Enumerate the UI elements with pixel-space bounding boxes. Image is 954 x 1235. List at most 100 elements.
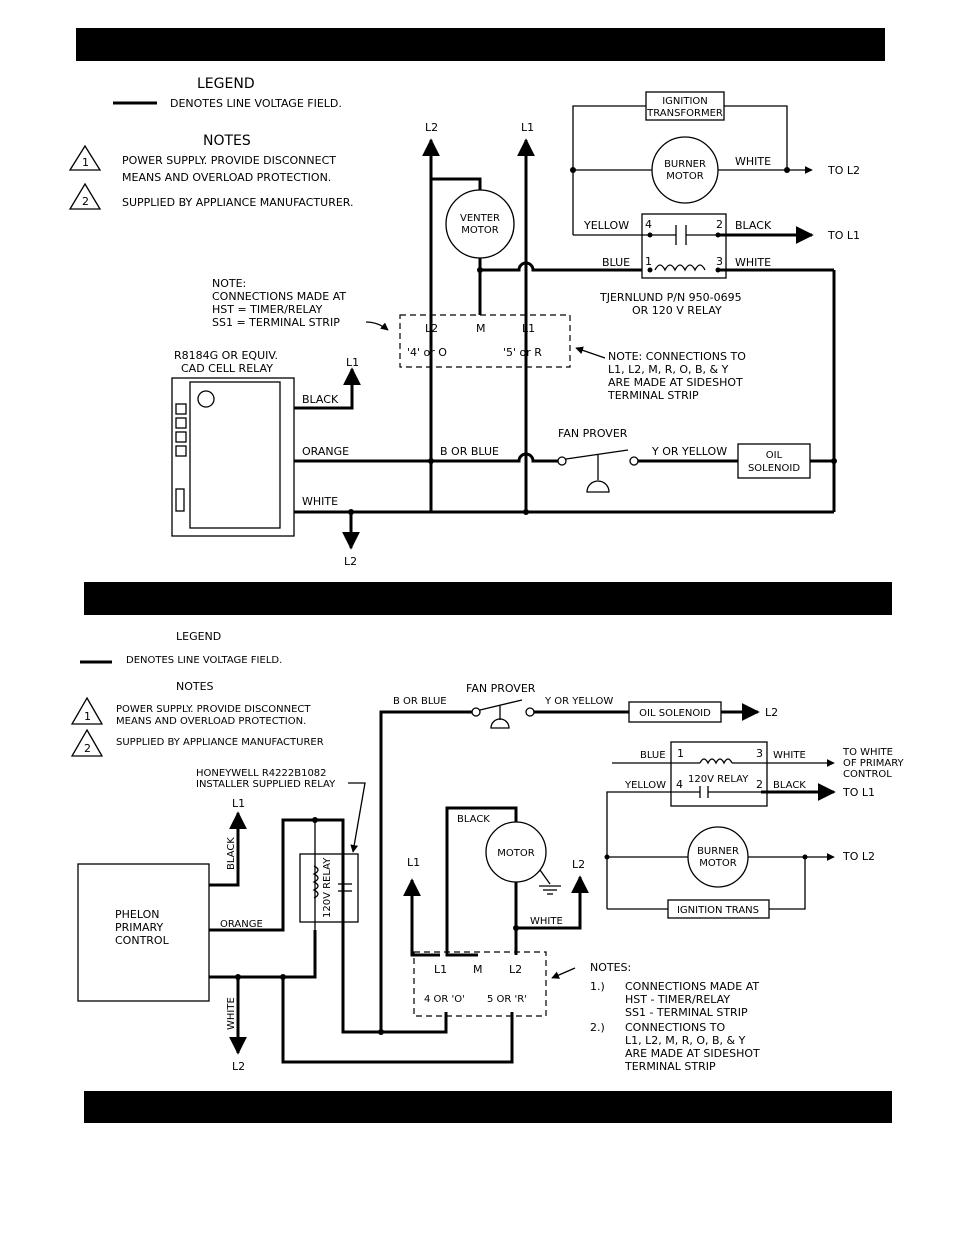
strip-5r-label: '5' or R (503, 346, 542, 359)
motor-label: MOTOR (497, 848, 534, 859)
relay-pin-3: 3 (716, 255, 723, 268)
ignition-transformer-label-2: TRANSFORMER (646, 108, 723, 119)
strip-l1-label: L1 (522, 322, 535, 335)
ign-right-wire (724, 105, 788, 170)
black-motor-wire (445, 806, 518, 957)
relay-coil-2 (699, 758, 733, 765)
b-or-blue-label-2: B OR BLUE (393, 696, 447, 707)
blue-label-2: BLUE (640, 750, 666, 761)
white-label-1: WHITE (735, 155, 771, 168)
l2-motor-wire (516, 875, 589, 930)
notes-label-2: NOTES: (590, 961, 631, 974)
relay-pin-4: 4 (645, 218, 652, 231)
l1-motor-wire (403, 878, 440, 957)
n1-line2: HST - TIMER/RELAY (625, 993, 730, 1006)
honeywell-line1: HONEYWELL R4222B1082 (196, 768, 327, 779)
black-relay-label-2: BLACK (773, 780, 806, 791)
note2-triangle-2 (70, 728, 104, 757)
blue-wire (480, 261, 650, 272)
phelon-primary-control (77, 863, 210, 1002)
note2-line1: SUPPLIED BY APPLIANCE MANUFACTURER. (122, 196, 354, 209)
white-relay-label-2: WHITE (773, 750, 806, 761)
oil-solenoid-label-1: OIL (766, 450, 783, 461)
orange-label: ORANGE (302, 445, 349, 458)
notes-title: NOTES (203, 133, 251, 149)
note1-line1-2: POWER SUPPLY. PROVIDE DISCONNECT (116, 704, 311, 715)
l2-solenoid-label: L2 (765, 706, 778, 719)
l2-motor-label: L2 (572, 858, 585, 871)
l2-bottom-label: L2 (344, 555, 357, 568)
conn-note-line3: HST = TIMER/RELAY (212, 303, 323, 316)
to-l1-label-2: TO L1 (842, 786, 875, 799)
strip-4o-label: '4' or O (407, 346, 447, 359)
to-white-line2: OF PRIMARY (843, 758, 905, 769)
note1-number-2: 1 (84, 710, 91, 723)
white-bottom-wire-2 (281, 977, 514, 1064)
legend-title: LEGEND (197, 76, 255, 92)
honeywell-relay-vertical-label: 120V RELAY (322, 857, 333, 918)
relay-pin-2: 2 (716, 218, 723, 231)
honeywell-line2: INSTALLER SUPPLIED RELAY (196, 779, 336, 790)
conn-note-line1: NOTE: (212, 277, 246, 290)
relay-part-line1: TJERNLUND P/N 950-0695 (599, 291, 742, 304)
honeywell-relay-coil (312, 865, 319, 899)
cad-cell-label-2: CAD CELL RELAY (181, 362, 273, 375)
burner-motor (651, 136, 719, 204)
black-l1-wire-2 (209, 811, 247, 887)
l2-bottom-label-2: L2 (232, 1060, 245, 1073)
strip-m-label: M (476, 322, 486, 335)
side-note-line2: L1, L2, M, R, O, B, & Y (608, 363, 729, 376)
conn-note-line4: SS1 = TERMINAL STRIP (212, 316, 340, 329)
to-l2-label-2: TO L2 (842, 850, 875, 863)
n2-line2: L1, L2, M, R, O, B, & Y (625, 1034, 746, 1047)
black-motor-label: BLACK (457, 814, 490, 825)
n1-line1: CONNECTIONS MADE AT (625, 980, 759, 993)
note2-number: 2 (82, 195, 89, 208)
strip-4o-label-2: 4 OR 'O' (424, 994, 465, 1005)
l1-motor-label: L1 (407, 856, 420, 869)
side-note-line3: ARE MADE AT SIDESHOT (608, 376, 743, 389)
white-motor-label: WHITE (530, 916, 563, 927)
strip-5r-label-2: 5 OR 'R' (487, 994, 527, 1005)
orange-wire (294, 452, 558, 463)
honeywell-relay-box (299, 853, 359, 923)
note1-line2-2: MEANS AND OVERLOAD PROTECTION. (116, 716, 306, 727)
orange-label-2: ORANGE (220, 919, 263, 930)
note1-line2: MEANS AND OVERLOAD PROTECTION. (122, 171, 331, 184)
legend-title-2: LEGEND (176, 630, 221, 643)
n2-number: 2.) (590, 1021, 605, 1034)
side-note-line4: TERMINAL STRIP (607, 389, 699, 402)
relay-pin-3-2: 3 (756, 747, 763, 760)
venter-motor (445, 189, 515, 259)
to-l1-label: TO L1 (827, 229, 860, 242)
ignition-transformer-label-1: IGNITION (662, 96, 708, 107)
y-or-yellow-label-2: Y OR YELLOW (544, 696, 613, 707)
terminal-strip-ss1 (399, 314, 571, 368)
relay-part-line2: OR 120 V RELAY (632, 304, 722, 317)
note1-triangle-2 (70, 696, 104, 725)
cad-cell-indicator (197, 390, 215, 408)
n1-number: 1.) (590, 980, 605, 993)
relay-label-2: 120V RELAY (688, 774, 749, 785)
black-cad-label: BLACK (302, 393, 339, 406)
white-label-2: WHITE (735, 256, 771, 269)
side-note-line1: NOTE: CONNECTIONS TO (608, 350, 746, 363)
cad-cell-label-1: R8184G OR EQUIV. (174, 349, 278, 362)
relay-coil (654, 264, 706, 272)
strip-l2-label-2: L2 (509, 963, 522, 976)
to-white-line1: TO WHITE (842, 747, 893, 758)
b-or-blue-label: B OR BLUE (440, 445, 499, 458)
burner-motor-label-1: BURNER (664, 159, 706, 170)
fan-prover-label: FAN PROVER (558, 427, 628, 440)
note2-triangle (68, 182, 102, 210)
white-side-label: WHITE (226, 997, 237, 1030)
ignition-trans-label: IGNITION TRANS (677, 905, 759, 916)
l1-top-label: L1 (521, 121, 534, 134)
note2-line1-2: SUPPLIED BY APPLIANCE MANUFACTURER (116, 737, 324, 748)
phelon-line2: PRIMARY (115, 921, 163, 934)
yellow-label: YELLOW (583, 219, 629, 232)
strip-m-label-2: M (473, 963, 483, 976)
fan-prover-switch (565, 449, 629, 460)
l1-top-label-2: L1 (232, 797, 245, 810)
